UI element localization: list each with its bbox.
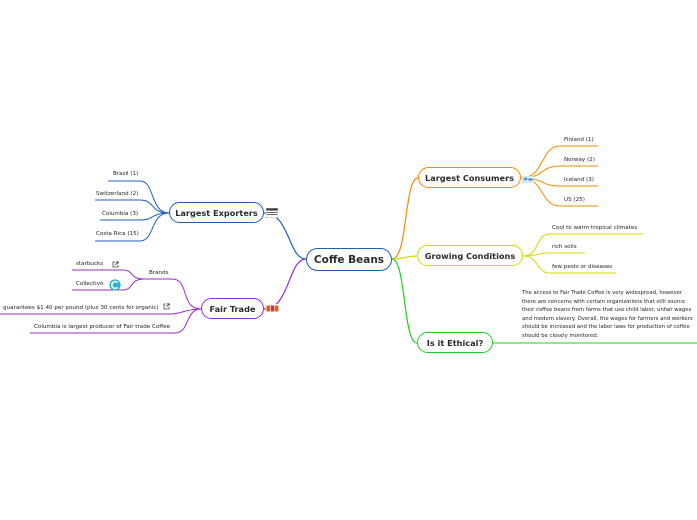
topic-growing-conditions[interactable]: Growing Conditions: [417, 245, 523, 266]
connector-exporters: [263, 212, 307, 260]
exporters-branches: [95, 180, 170, 242]
brands-label[interactable]: Brands: [149, 270, 169, 276]
flag-icon: [266, 208, 278, 218]
external-link-icon[interactable]: [163, 303, 170, 310]
exporter-item[interactable]: Columbia (3): [102, 211, 139, 217]
connector-growing: [391, 255, 418, 260]
growing-item[interactable]: Cool to warm tropical climates: [552, 225, 638, 231]
guarantee-item[interactable]: guarantees $1.40 per pound (plus 30 cent…: [3, 305, 159, 311]
consumer-item[interactable]: Finland (1): [564, 137, 594, 143]
central-topic-label: Coffe Beans: [313, 253, 385, 266]
columbia-item[interactable]: Columbia is largest producer of Fair tra…: [34, 324, 171, 330]
topic-is-it-ethical[interactable]: Is it Ethical?: [417, 332, 493, 353]
topic-label: Growing Conditions: [424, 250, 516, 261]
connector-ethical: [391, 258, 418, 344]
exporter-item[interactable]: Costa Rica (15): [96, 231, 139, 237]
growing-item[interactable]: few pests or diseases: [552, 264, 613, 270]
topic-label: Is it Ethical?: [426, 337, 484, 348]
consumer-item[interactable]: Iceland (3): [564, 177, 594, 183]
external-link-icon[interactable]: [112, 261, 119, 268]
connector-consumers: [391, 177, 419, 260]
exporter-item[interactable]: Switzerland (2): [96, 191, 139, 197]
consumer-item[interactable]: Norway (2): [564, 157, 595, 163]
consumer-item[interactable]: US (25): [564, 197, 585, 203]
growing-branches: [522, 233, 643, 274]
central-topic[interactable]: Coffe Beans: [306, 248, 392, 271]
ethical-description[interactable]: The access to Fair Trade Coffee is very …: [522, 290, 693, 339]
world-map-icon: [522, 176, 534, 183]
connector-fairtrade: [263, 258, 307, 310]
growing-item[interactable]: rich soils: [552, 244, 577, 250]
collectivo-logo-icon: [109, 279, 121, 291]
brand-item[interactable]: Collectivo: [76, 281, 104, 287]
exporter-item[interactable]: Brazil (1): [113, 171, 139, 177]
topic-label: Largest Consumers: [425, 172, 514, 183]
topic-label: Fair Trade: [209, 303, 256, 314]
topic-largest-exporters[interactable]: Largest Exporters: [169, 202, 264, 223]
topic-fair-trade[interactable]: Fair Trade: [201, 298, 264, 319]
brand-item[interactable]: starbucks: [76, 261, 104, 267]
fairtrade-branches: [0, 269, 202, 334]
topic-label: Largest Exporters: [175, 207, 258, 218]
fair-trade-logo-icon: [266, 304, 279, 313]
topic-largest-consumers[interactable]: Largest Consumers: [418, 167, 521, 188]
